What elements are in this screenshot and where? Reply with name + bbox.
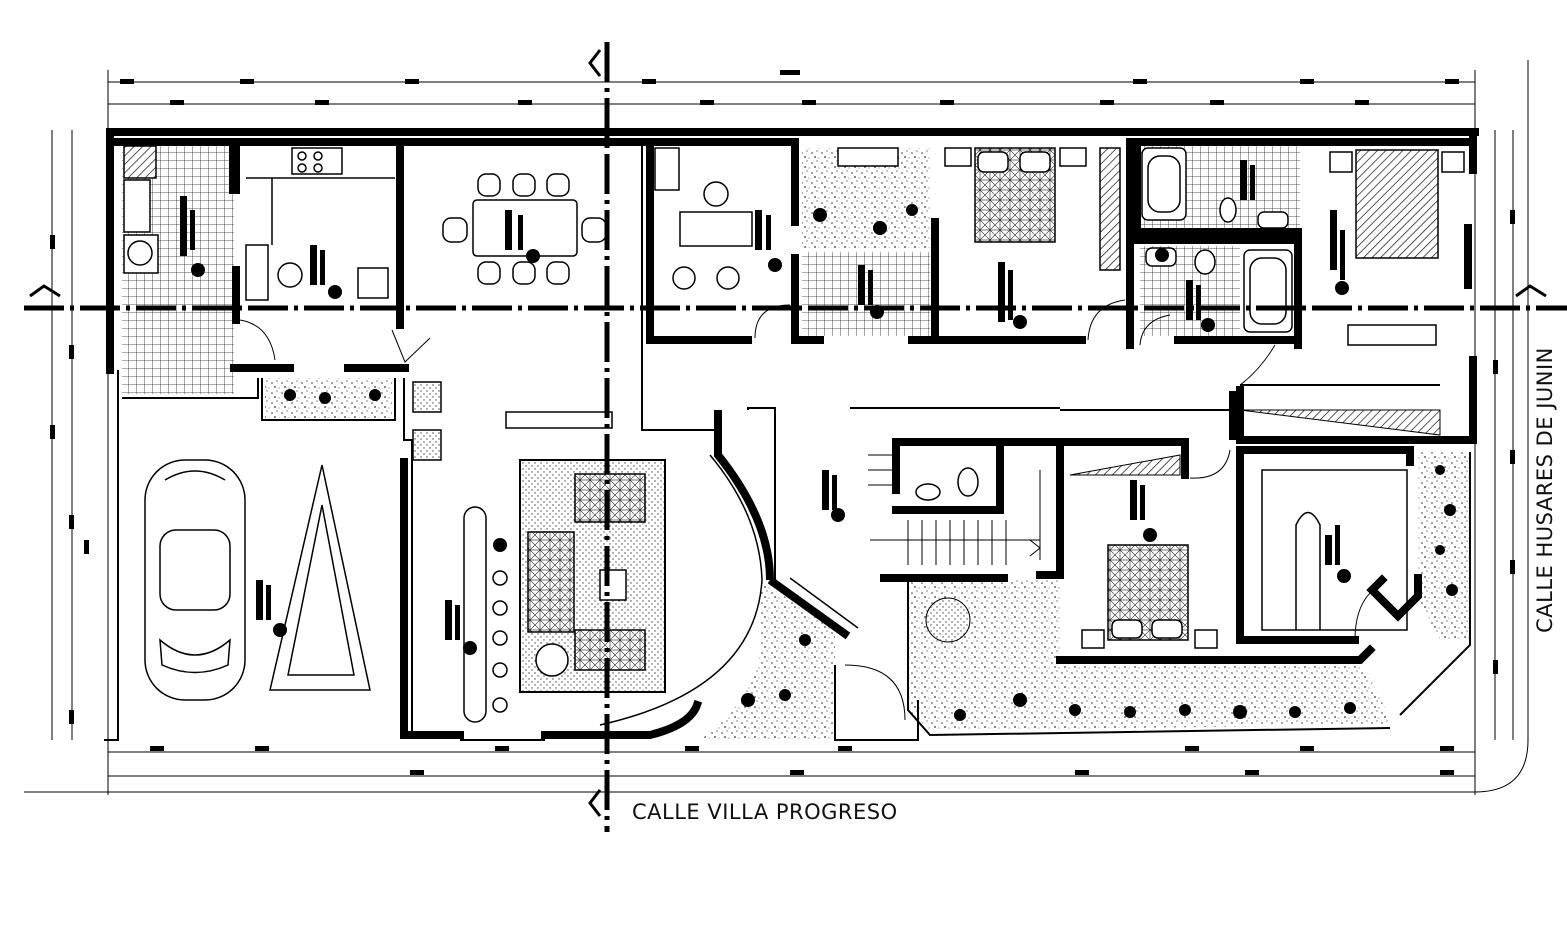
section-line-a <box>588 42 610 832</box>
living-room <box>412 381 646 723</box>
service-room <box>123 145 159 274</box>
pool-area <box>1261 469 1408 631</box>
powder-room <box>915 467 979 501</box>
garage-ramp <box>269 464 371 691</box>
street-label-south: CALLE VILLA PROGRESO <box>632 800 898 824</box>
bedroom-1 <box>837 147 1121 271</box>
kitchen <box>245 147 395 301</box>
section-line-b <box>24 284 1567 311</box>
staircase <box>868 409 1441 565</box>
garden-plants <box>284 204 1458 721</box>
bedroom-2 <box>1329 149 1465 346</box>
door-swings <box>239 299 1381 721</box>
bedroom-3 <box>1081 544 1218 649</box>
walls <box>106 128 1479 739</box>
study-room <box>654 147 753 290</box>
thin-walls <box>104 142 1471 741</box>
curved-wall <box>599 410 859 726</box>
street-label-east: CALLE HUSARES DE JUNIN <box>1533 347 1557 633</box>
dining-set <box>442 173 607 285</box>
level-markers <box>180 160 1351 655</box>
dimension-ticks <box>50 70 1515 775</box>
garage-car <box>144 459 246 701</box>
